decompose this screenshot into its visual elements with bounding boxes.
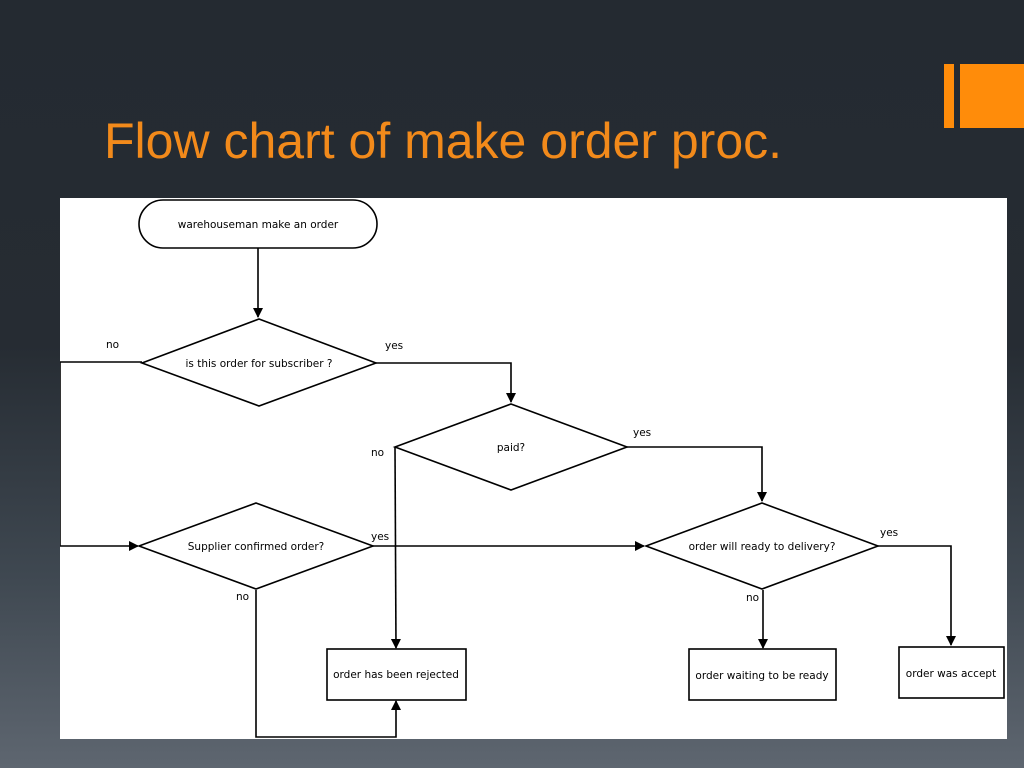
decision-ready: [643, 502, 881, 590]
label-subscriber-no: no: [106, 339, 119, 351]
edge-subscriber-yes: [376, 362, 516, 403]
process-rejected-label: order has been rejected: [333, 669, 459, 681]
edge-paid-yes: [627, 446, 767, 502]
label-paid-yes: yes: [633, 427, 651, 439]
label-supplier-no: no: [236, 591, 249, 603]
accent-bar-thick: [960, 64, 1024, 128]
edge-ready-yes: [878, 545, 956, 646]
start-node-label: warehouseman make an order: [178, 219, 339, 231]
edge-supplier-no: [255, 590, 401, 738]
flowchart-canvas: warehouseman make an order is this order…: [60, 198, 1007, 739]
decision-paid-label: paid?: [497, 442, 525, 454]
decision-ready-label: order will ready to delivery?: [689, 541, 836, 553]
edge-subscriber-no: [60, 361, 142, 551]
process-accepted: [898, 646, 1005, 699]
start-node: [138, 199, 378, 249]
process-waiting-label: order waiting to be ready: [695, 670, 828, 682]
decision-supplier-label: Supplier confirmed order?: [188, 541, 324, 553]
label-paid-no: no: [371, 447, 384, 459]
process-rejected: [326, 648, 467, 701]
label-supplier-yes: yes: [371, 531, 389, 543]
accent-bar-thin: [944, 64, 954, 128]
decision-subscriber: [139, 318, 379, 407]
label-ready-no: no: [746, 592, 759, 604]
decision-paid: [392, 403, 630, 491]
edge-paid-no: [390, 446, 401, 649]
slide-title: Flow chart of make order proc.: [104, 113, 783, 169]
process-accepted-label: order was accept: [906, 668, 996, 680]
decision-subscriber-label: is this order for subscriber ?: [186, 358, 333, 370]
process-waiting: [688, 648, 837, 701]
label-subscriber-yes: yes: [385, 340, 403, 352]
label-ready-yes: yes: [880, 527, 898, 539]
decision-supplier: [136, 502, 376, 590]
flowchart-svg: warehouseman make an order is this order…: [60, 199, 1005, 738]
